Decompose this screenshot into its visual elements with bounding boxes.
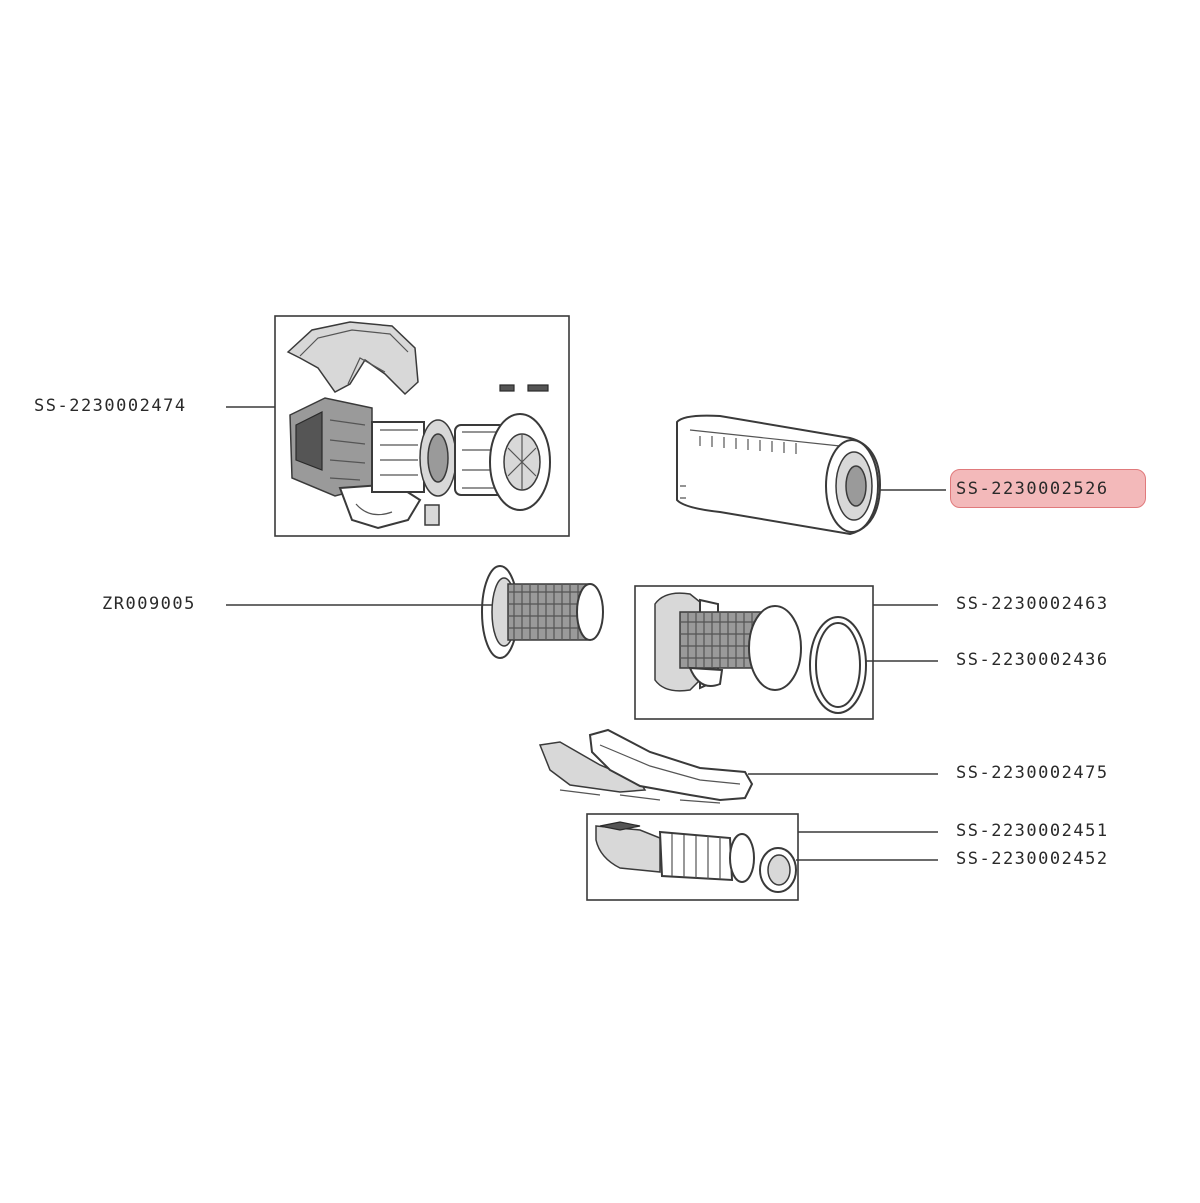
filter-assembly-illustration: [634, 585, 874, 720]
highlight-marker: [950, 469, 1146, 508]
part-label-nozzle-ring[interactable]: SS-2230002452: [956, 849, 1109, 869]
leader-lines: [226, 406, 946, 861]
part-label-motor-unit[interactable]: SS-2230002474: [34, 396, 187, 416]
motor-unit-illustration: [274, 315, 570, 537]
part-label-cyclone-filter[interactable]: ZR009005: [102, 594, 196, 614]
part-label-filter-seal[interactable]: SS-2230002436: [956, 650, 1109, 670]
nozzle-tube-illustration: [586, 813, 799, 901]
part-label-nozzle-tube[interactable]: SS-2230002451: [956, 821, 1109, 841]
part-label-dust-container[interactable]: SS-2230002526: [956, 479, 1109, 499]
cyclone-filter-illustration: [481, 565, 604, 659]
dust-container-illustration: [676, 414, 882, 536]
part-label-handle-cover[interactable]: SS-2230002475: [956, 763, 1109, 783]
handle-cover-illustration: [538, 728, 754, 804]
part-label-filter-assembly[interactable]: SS-2230002463: [956, 594, 1109, 614]
